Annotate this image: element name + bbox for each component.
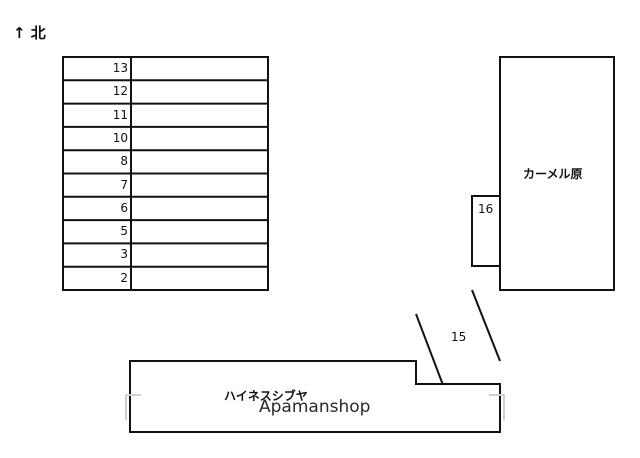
- parking-slot-label: 13: [112, 61, 128, 75]
- slot-16-label: 16: [478, 202, 494, 216]
- slot-15-label: 15: [451, 330, 467, 344]
- building-carmel-hara-outline: [499, 56, 615, 291]
- parking-slot-label: 10: [112, 130, 128, 145]
- parking-slot-label: 2: [120, 270, 128, 285]
- parking-grid: [62, 56, 269, 291]
- building-carmel-hara-label: カーメル原: [523, 167, 583, 181]
- slot-15-right-line: [471, 289, 501, 362]
- parking-slot-label: 8: [120, 154, 128, 169]
- slot-15-left-line: [415, 313, 444, 386]
- building-heinesu-shibuya-label: ハイネスシブヤ: [224, 389, 308, 403]
- parking-slot-label: 11: [112, 107, 128, 122]
- slot-16-outline: [471, 195, 501, 267]
- watermark-bracket-left: [125, 394, 141, 420]
- watermark-bracket-right: [489, 394, 505, 420]
- building-heinesu-shibuya-outline: [129, 360, 501, 433]
- north-indicator: ↑ 北: [13, 24, 46, 42]
- parking-slot-label: 7: [120, 177, 128, 192]
- watermark: Apamanshop: [259, 397, 371, 417]
- parking-slot-label: 12: [112, 84, 128, 99]
- parking-slot-label: 6: [120, 200, 128, 215]
- parking-slot-label: 5: [120, 224, 128, 239]
- parking-slot-label: 3: [120, 247, 128, 262]
